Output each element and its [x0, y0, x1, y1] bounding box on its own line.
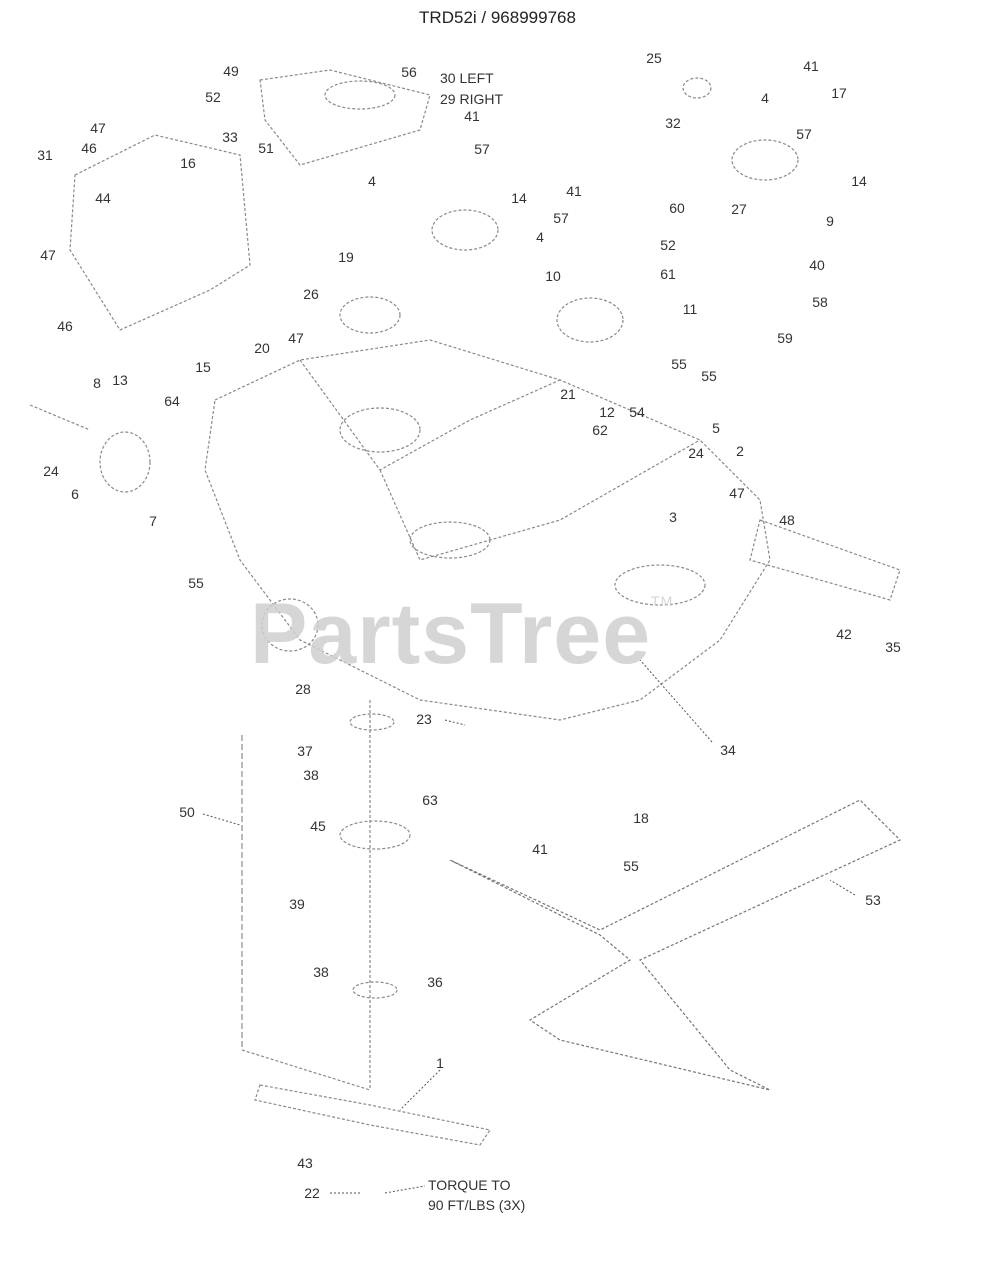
center-spindle-pulley: [409, 521, 491, 559]
callout-part-5[interactable]: 5: [712, 420, 720, 436]
note-29-right: 29 RIGHT: [440, 91, 504, 107]
callout-part-47[interactable]: 47: [90, 120, 106, 136]
callout-part-18[interactable]: 18: [633, 810, 649, 826]
callout-part-32[interactable]: 32: [665, 115, 681, 131]
callout-part-25[interactable]: 25: [646, 50, 662, 66]
idler-pulley-26: [339, 296, 401, 334]
callout-part-33[interactable]: 33: [222, 129, 238, 145]
callout-part-13[interactable]: 13: [112, 372, 128, 388]
callout-part-36[interactable]: 36: [427, 974, 443, 990]
callout-part-14[interactable]: 14: [511, 190, 527, 206]
note-torque: TORQUE TO: [428, 1177, 511, 1193]
callout-part-57[interactable]: 57: [796, 126, 812, 142]
callout-part-4[interactable]: 4: [761, 90, 769, 106]
callout-part-41[interactable]: 41: [464, 108, 480, 124]
callout-part-55[interactable]: 55: [188, 575, 204, 591]
callout-part-16[interactable]: 16: [180, 155, 196, 171]
callout-part-24[interactable]: 24: [43, 463, 59, 479]
callout-part-55[interactable]: 55: [701, 368, 717, 384]
callout-part-55[interactable]: 55: [623, 858, 639, 874]
callout-part-10[interactable]: 10: [545, 268, 561, 284]
callout-part-62[interactable]: 62: [592, 422, 608, 438]
callout-part-7[interactable]: 7: [149, 513, 157, 529]
callout-part-37[interactable]: 37: [297, 743, 313, 759]
callout-part-1[interactable]: 1: [436, 1055, 444, 1071]
callout-part-41[interactable]: 41: [803, 58, 819, 74]
callout-part-55[interactable]: 55: [671, 356, 687, 372]
callout-part-41[interactable]: 41: [566, 183, 582, 199]
callout-part-28[interactable]: 28: [295, 681, 311, 697]
callout-part-52[interactable]: 52: [205, 89, 221, 105]
callout-part-9[interactable]: 9: [826, 213, 834, 229]
right-spindle-pulley: [614, 564, 706, 606]
callout-part-38[interactable]: 38: [303, 767, 319, 783]
callout-part-35[interactable]: 35: [885, 639, 901, 655]
mower-blade: [254, 1084, 491, 1146]
callout-part-12[interactable]: 12: [599, 404, 615, 420]
callout-part-2[interactable]: 2: [736, 443, 744, 459]
callout-part-4[interactable]: 4: [536, 229, 544, 245]
callout-part-61[interactable]: 61: [660, 266, 676, 282]
callout-part-59[interactable]: 59: [777, 330, 793, 346]
callout-part-4[interactable]: 4: [368, 173, 376, 189]
parts-tree-watermark: PartsTreeTM: [250, 586, 674, 682]
callout-part-45[interactable]: 45: [310, 818, 326, 834]
callout-part-43[interactable]: 43: [297, 1155, 313, 1171]
callout-part-57[interactable]: 57: [553, 210, 569, 226]
callout-part-47[interactable]: 47: [729, 485, 745, 501]
callout-part-17[interactable]: 17: [831, 85, 847, 101]
callout-part-56[interactable]: 56: [401, 64, 417, 80]
callout-part-47[interactable]: 47: [288, 330, 304, 346]
callout-part-20[interactable]: 20: [254, 340, 270, 356]
gauge-wheel: [99, 431, 151, 493]
callout-part-48[interactable]: 48: [779, 512, 795, 528]
callout-part-14[interactable]: 14: [851, 173, 867, 189]
callout-part-42[interactable]: 42: [836, 626, 852, 642]
callout-part-24[interactable]: 24: [688, 445, 704, 461]
note-30-left: 30 LEFT: [440, 70, 494, 86]
callout-part-8[interactable]: 8: [93, 375, 101, 391]
callout-part-41[interactable]: 41: [532, 841, 548, 857]
callout-part-6[interactable]: 6: [71, 486, 79, 502]
idler-pulley-14: [431, 209, 499, 251]
callout-part-21[interactable]: 21: [560, 386, 576, 402]
idler-pulley-14b: [731, 139, 799, 181]
note-torque-value: 90 FT/LBS (3X): [428, 1197, 526, 1213]
mower-deck: [204, 339, 771, 721]
callout-part-46[interactable]: 46: [81, 140, 97, 156]
diagram-title: TRD52i / 968999768: [419, 8, 576, 27]
callout-part-63[interactable]: 63: [422, 792, 438, 808]
callout-part-50[interactable]: 50: [179, 804, 195, 820]
drive-belt: [449, 799, 902, 1091]
callout-part-23[interactable]: 23: [416, 711, 432, 727]
callout-part-58[interactable]: 58: [812, 294, 828, 310]
callout-part-60[interactable]: 60: [669, 200, 685, 216]
callout-part-64[interactable]: 64: [164, 393, 180, 409]
callout-part-40[interactable]: 40: [809, 257, 825, 273]
callout-part-52[interactable]: 52: [660, 237, 676, 253]
callout-part-3[interactable]: 3: [669, 509, 677, 525]
callout-part-26[interactable]: 26: [303, 286, 319, 302]
callout-part-51[interactable]: 51: [258, 140, 274, 156]
left-spindle-pulley: [261, 598, 319, 652]
idler-pulley-10: [556, 297, 624, 343]
callout-part-31[interactable]: 31: [37, 147, 53, 163]
callout-part-49[interactable]: 49: [223, 63, 239, 79]
belt-shield: [69, 134, 251, 331]
callout-part-15[interactable]: 15: [195, 359, 211, 375]
callout-part-44[interactable]: 44: [95, 190, 111, 206]
callout-part-22[interactable]: 22: [304, 1185, 320, 1201]
callout-part-39[interactable]: 39: [289, 896, 305, 912]
callout-part-54[interactable]: 54: [629, 404, 645, 420]
callout-part-47[interactable]: 47: [40, 247, 56, 263]
callout-part-46[interactable]: 46: [57, 318, 73, 334]
callout-part-11[interactable]: 11: [682, 301, 698, 317]
callout-part-38[interactable]: 38: [313, 964, 329, 980]
callout-part-53[interactable]: 53: [865, 892, 881, 908]
callout-part-57[interactable]: 57: [474, 141, 490, 157]
callout-part-19[interactable]: 19: [338, 249, 354, 265]
callout-part-34[interactable]: 34: [720, 742, 736, 758]
callout-part-27[interactable]: 27: [731, 201, 747, 217]
